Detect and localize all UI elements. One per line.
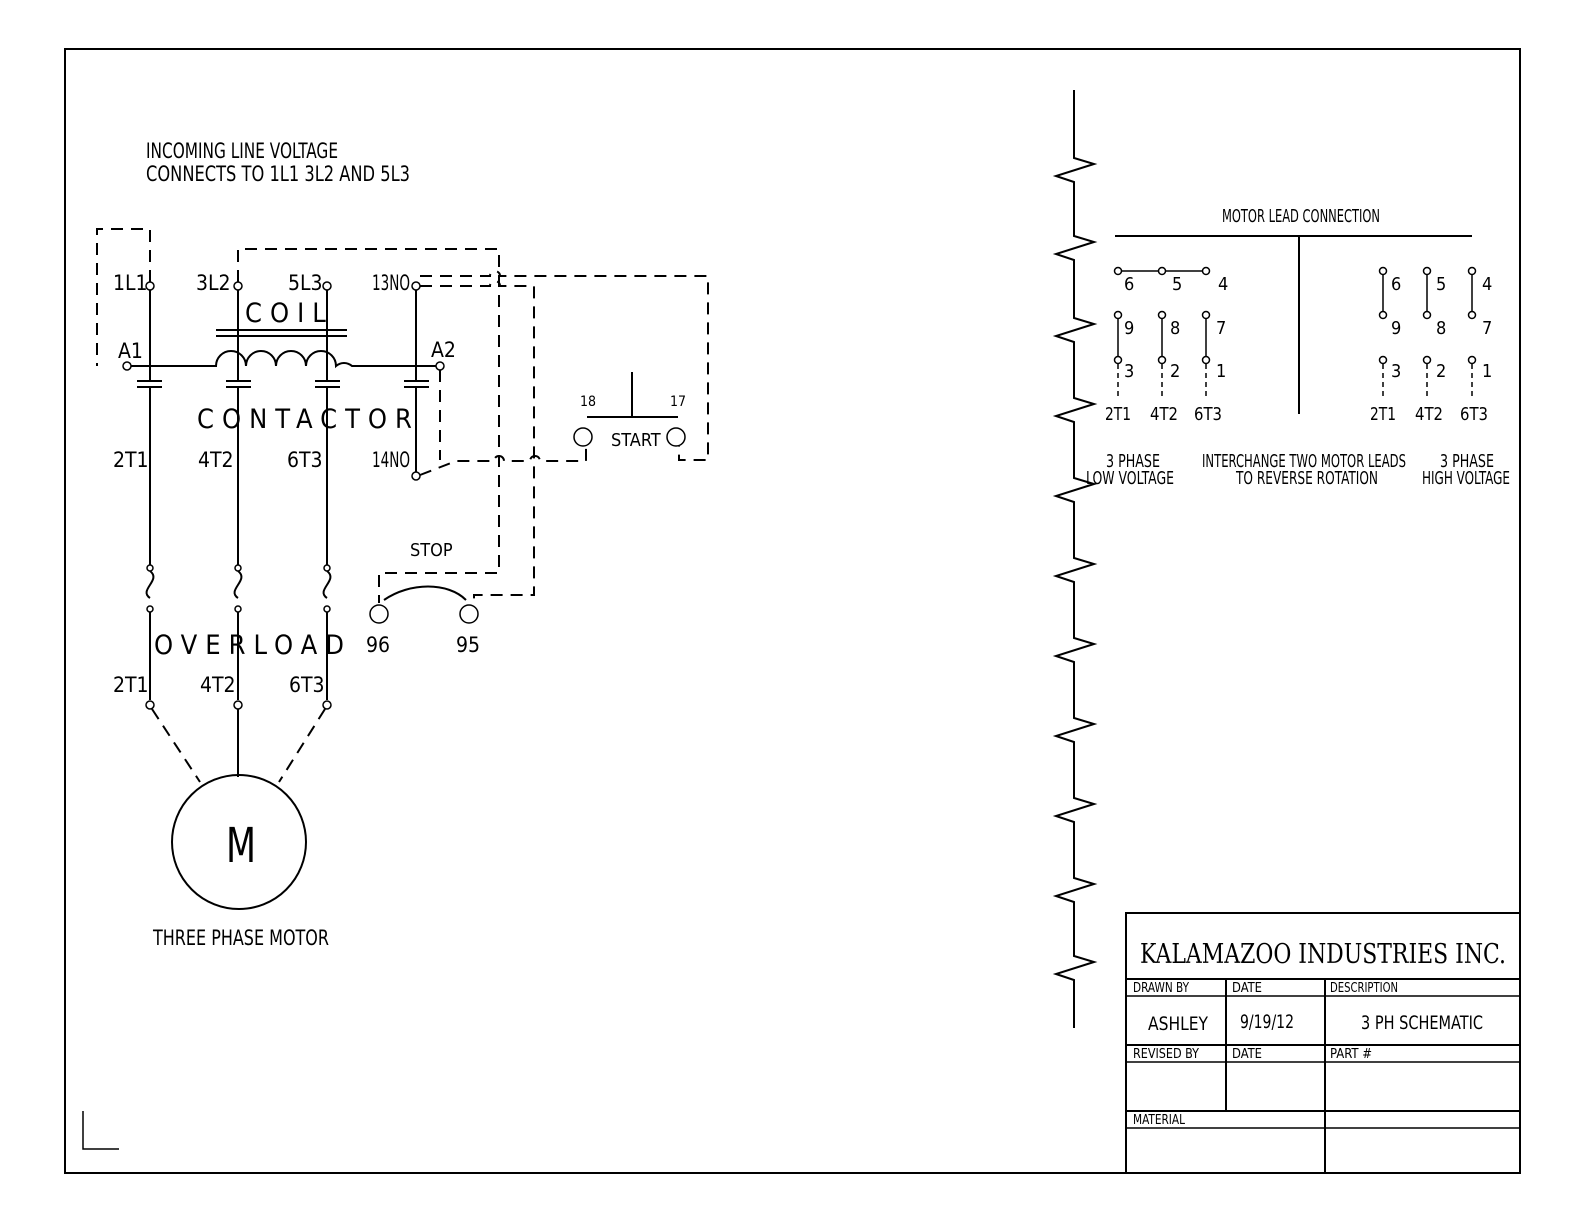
svg-text:3: 3 xyxy=(1391,361,1401,382)
svg-text:3: 3 xyxy=(1124,361,1134,382)
svg-text:8: 8 xyxy=(1170,318,1180,339)
svg-text:9: 9 xyxy=(1391,318,1401,339)
low-voltage-caption-2: LOW VOLTAGE xyxy=(1086,468,1174,489)
label-a1: A1 xyxy=(118,339,143,363)
svg-text:4: 4 xyxy=(1218,274,1228,295)
drawn-by-label: DRAWN BY xyxy=(1133,981,1190,996)
label-6t3-lower: 6T3 xyxy=(289,673,325,697)
company-name: KALAMAZOO INDUSTRIES INC. xyxy=(1140,939,1506,970)
note-line-1: INCOMING LINE VOLTAGE xyxy=(146,139,338,163)
start-terminal-18: 18 xyxy=(580,394,596,410)
motor-label: THREE PHASE MOTOR xyxy=(152,926,329,950)
svg-text:2: 2 xyxy=(1170,361,1180,382)
note-line-2: CONNECTS TO 1L1 3L2 AND 5L3 xyxy=(146,162,410,186)
drawing-border xyxy=(64,48,1521,1174)
material-label: MATERIAL xyxy=(1133,1113,1185,1128)
power-circuit: 1L1 3L2 5L3 13NO COIL A1 A2 xyxy=(96,228,456,950)
motor-lead-title: MOTOR LEAD CONNECTION xyxy=(1222,206,1380,227)
stop-terminal-96: 96 xyxy=(366,633,390,657)
date-value: 9/19/12 xyxy=(1240,1011,1294,1033)
label-4t2-lower: 4T2 xyxy=(200,673,236,697)
interchange-caption-1: INTERCHANGE TWO MOTOR LEADS xyxy=(1202,451,1406,472)
date2-label: DATE xyxy=(1232,1047,1262,1062)
svg-text:9: 9 xyxy=(1124,318,1134,339)
label-14no: 14NO xyxy=(372,448,410,472)
date-label: DATE xyxy=(1232,981,1262,996)
svg-text:6T3: 6T3 xyxy=(1194,404,1222,425)
svg-text:4: 4 xyxy=(1482,274,1492,295)
label-13no: 13NO xyxy=(372,271,410,295)
drawn-by-value: ASHLEY xyxy=(1148,1013,1208,1035)
motor-lead-connection: MOTOR LEAD CONNECTION 6 5 4 9 8 7 3 2 1 … xyxy=(1086,206,1510,489)
svg-text:6T3: 6T3 xyxy=(1460,404,1488,425)
svg-text:5: 5 xyxy=(1436,274,1446,295)
motor-circle xyxy=(171,774,307,910)
corner-mark xyxy=(82,1111,119,1150)
svg-text:6: 6 xyxy=(1391,274,1401,295)
label-3l2: 3L2 xyxy=(196,271,231,295)
high-voltage-caption-1: 3 PHASE xyxy=(1440,451,1494,472)
svg-text:7: 7 xyxy=(1216,318,1226,339)
svg-text:2: 2 xyxy=(1436,361,1446,382)
label-5l3: 5L3 xyxy=(288,271,323,295)
label-2t1-lower: 2T1 xyxy=(113,673,149,697)
interchange-caption-2: TO REVERSE ROTATION xyxy=(1235,468,1378,489)
label-6t3: 6T3 xyxy=(287,448,323,472)
svg-text:1: 1 xyxy=(1482,361,1492,382)
svg-text:6: 6 xyxy=(1124,274,1134,295)
label-1l1: 1L1 xyxy=(113,271,148,295)
low-voltage-caption-1: 3 PHASE xyxy=(1106,451,1160,472)
control-circuit: 18 17 START STOP 96 95 xyxy=(237,248,709,657)
svg-text:2T1: 2T1 xyxy=(1370,404,1396,425)
motor-symbol: M xyxy=(226,818,256,874)
svg-text:5: 5 xyxy=(1172,274,1182,295)
break-line xyxy=(1052,90,1098,1028)
high-voltage-caption-2: HIGH VOLTAGE xyxy=(1422,468,1510,489)
revised-by-label: REVISED BY xyxy=(1133,1047,1200,1062)
stop-terminal-95: 95 xyxy=(456,633,480,657)
stop-label: STOP xyxy=(410,540,453,561)
contactor-label: CONTACTOR xyxy=(197,404,420,435)
coil-label: COIL xyxy=(245,298,334,329)
part-label: PART # xyxy=(1330,1047,1372,1062)
label-4t2: 4T2 xyxy=(198,448,234,472)
description-label: DESCRIPTION xyxy=(1330,981,1398,996)
svg-text:4T2: 4T2 xyxy=(1150,404,1178,425)
svg-text:1: 1 xyxy=(1216,361,1226,382)
svg-text:4T2: 4T2 xyxy=(1415,404,1443,425)
title-block: KALAMAZOO INDUSTRIES INC. DRAWN BY DATE … xyxy=(1125,912,1521,1174)
start-terminal-17: 17 xyxy=(670,394,686,410)
svg-text:8: 8 xyxy=(1436,318,1446,339)
description-value: 3 PH SCHEMATIC xyxy=(1361,1012,1483,1034)
overload-label: OVERLOAD xyxy=(154,630,352,661)
label-a2: A2 xyxy=(431,338,456,362)
svg-text:7: 7 xyxy=(1482,318,1492,339)
svg-text:2T1: 2T1 xyxy=(1105,404,1131,425)
start-label: START xyxy=(611,430,661,451)
label-2t1: 2T1 xyxy=(113,448,149,472)
